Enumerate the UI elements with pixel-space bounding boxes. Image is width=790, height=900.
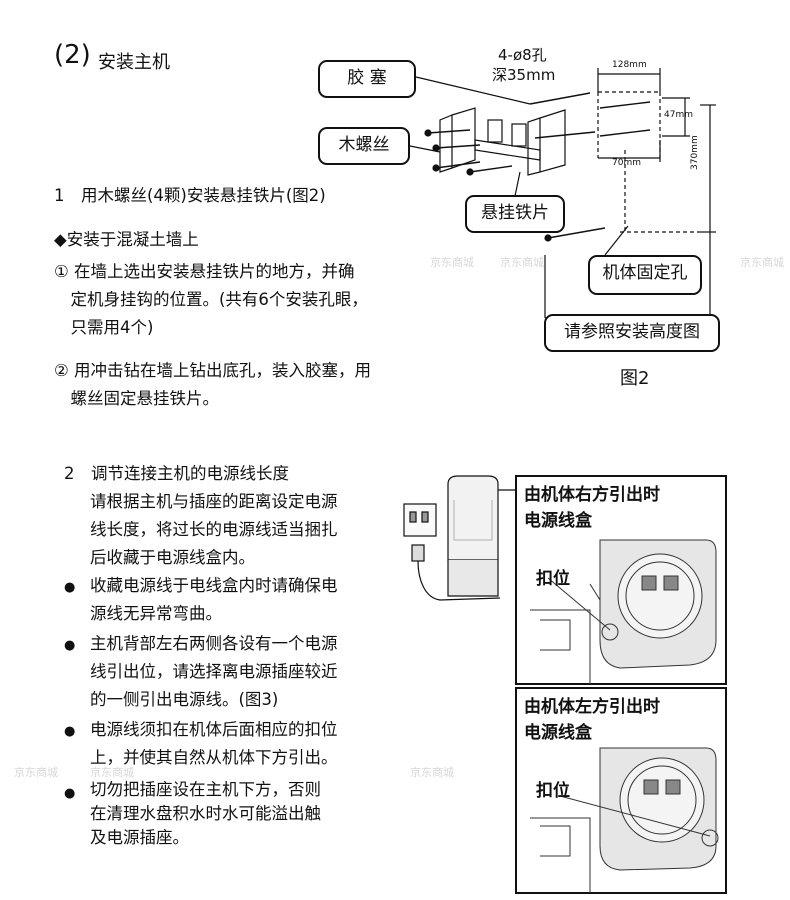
watermark: 京东商城 [90, 766, 134, 779]
section-number: (2) [54, 40, 91, 70]
text-line: 只需用4个) [54, 318, 154, 337]
text-line: 上，并使其自然从机体下方引出。 [90, 748, 338, 767]
bullet-icon: ● [64, 580, 76, 595]
dim-70mm: 70mm [612, 158, 641, 168]
text-line: 的一侧引出电源线。(图3) [90, 690, 279, 709]
bullet-icon: ● [64, 724, 76, 739]
hole-spec-2: 深35mm [492, 66, 556, 84]
text-line: 螺丝固定悬挂铁片。 [54, 389, 220, 408]
step1-item-1: ① 在墙上选出安装悬挂铁片的地方，并确 定机身挂钩的位置。(共有6个安装孔眼， … [54, 258, 368, 342]
text-line: 切勿把插座设在主机下方，否则 [90, 780, 321, 799]
text-line: 线引出位，请选择离电源插座较近 [90, 662, 338, 681]
hole-spec-1: 4-ø8孔 [498, 46, 547, 64]
watermark: 京东商城 [14, 766, 58, 779]
text-line: 收藏电源线于电线盒内时请确保电 [90, 576, 338, 595]
fig3-left-clip: 扣位 [536, 781, 570, 801]
dim-128mm: 128mm [612, 60, 647, 70]
text-line: 电源线须扣在机体后面相应的扣位 [90, 720, 338, 739]
step2-heading: 2 调节连接主机的电源线长度 [64, 464, 289, 483]
watermark: 京东商城 [430, 256, 474, 269]
text-line: 电源线盒 [524, 511, 592, 531]
step1-heading: 1 用木螺丝(4颗)安装悬挂铁片(图2) [54, 186, 326, 205]
callout-screw: 木螺丝 [318, 127, 410, 165]
text-line: 由机体右方引出时 [524, 485, 660, 505]
text-line: 电源线盒 [524, 723, 592, 743]
callout-fix-hole: 机体固定孔 [588, 255, 702, 295]
text-line: 请根据主机与插座的距离设定电源 [90, 492, 338, 511]
section-title: 安装主机 [98, 52, 170, 73]
fig2-caption: 图2 [620, 368, 650, 389]
text-line: 主机背部左右两侧各设有一个电源 [90, 634, 338, 653]
text-line: ① 在墙上选出安装悬挂铁片的地方，并确 [54, 262, 355, 281]
fig3-left-title: 由机体左方引出时 电源线盒 [524, 694, 660, 746]
callout-anchor: 胶 塞 [318, 60, 416, 98]
fig3-right-clip: 扣位 [536, 569, 570, 589]
callout-height-ref: 请参照安装高度图 [544, 314, 720, 352]
text-line: 在清理水盘积水时水可能溢出触 [90, 804, 321, 823]
dim-47mm: 47mm [664, 110, 693, 120]
text-line: 及电源插座。 [90, 828, 189, 847]
watermark: 京东商城 [740, 256, 784, 269]
step2-bullet-3: 电源线须扣在机体后面相应的扣位 上，并使其自然从机体下方引出。 [90, 716, 338, 772]
step2-intro: 请根据主机与插座的距离设定电源 线长度，将过长的电源线适当捆扎 后收藏于电源线盒… [90, 488, 338, 572]
step1-item-2: ② 用冲击钻在墙上钻出底孔，装入胶塞，用 螺丝固定悬挂铁片。 [54, 357, 371, 413]
fig3-right-title: 由机体右方引出时 电源线盒 [524, 482, 660, 534]
watermark: 京东商城 [500, 256, 544, 269]
watermark: 京东商城 [410, 766, 454, 779]
step1-sub: ◆安装于混凝土墙上 [54, 230, 199, 249]
text-line: 后收藏于电源线盒内。 [90, 548, 255, 567]
step2-bullet-2: 主机背部左右两侧各设有一个电源 线引出位，请选择离电源插座较近 的一侧引出电源线… [90, 630, 338, 714]
bullet-icon: ● [64, 786, 76, 801]
text-line: 线长度，将过长的电源线适当捆扎 [90, 520, 338, 539]
text-line: 由机体左方引出时 [524, 697, 660, 717]
bullet-icon: ● [64, 638, 76, 653]
callout-plate: 悬挂铁片 [465, 195, 565, 233]
text-line: ② 用冲击钻在墙上钻出底孔，装入胶塞，用 [54, 361, 372, 380]
text-line: 定机身挂钩的位置。(共有6个安装孔眼， [54, 290, 368, 309]
text-line: 源线无异常弯曲。 [90, 604, 222, 623]
step2-bullet-1: 收藏电源线于电线盒内时请确保电 源线无异常弯曲。 [90, 572, 338, 628]
step2-bullet-4: 切勿把插座设在主机下方，否则 在清理水盘积水时水可能溢出触 及电源插座。 [90, 778, 321, 850]
